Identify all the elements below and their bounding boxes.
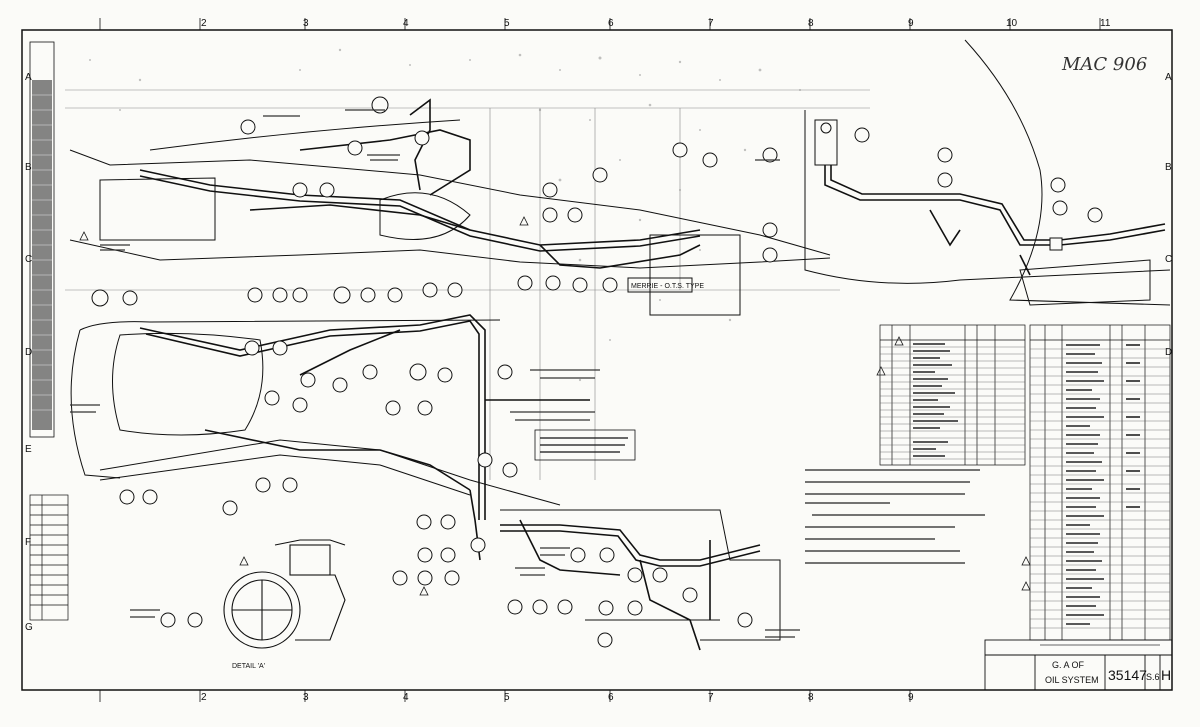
annotation-blocks	[70, 109, 800, 638]
column-number-bottom: 3	[303, 692, 309, 703]
part-balloons	[91, 96, 1103, 648]
revision-triangles	[79, 216, 1031, 596]
row-letter: B	[25, 162, 32, 173]
oil-pipes-middle	[139, 314, 590, 561]
row-letter-right: A	[1165, 72, 1172, 83]
note-box-center	[534, 429, 636, 461]
column-number-bottom: 9	[908, 692, 914, 703]
general-notes	[805, 469, 985, 564]
lower-engine-outline	[500, 509, 781, 641]
sheet-code: H	[1161, 667, 1171, 683]
parts-table-left-rows	[880, 346, 1025, 460]
drawing-number: 35147	[1108, 667, 1147, 683]
oil-pipes-lower	[500, 519, 761, 651]
row-letter-right: D	[1165, 347, 1172, 358]
handwritten-mark: MAC 906	[1061, 54, 1147, 75]
sheet-number: S.6	[1146, 672, 1160, 682]
row-letter: D	[25, 347, 32, 358]
detail-a-view	[223, 539, 346, 649]
column-number-strip-bottom	[99, 690, 911, 702]
oil-pipes-upper	[139, 98, 701, 269]
detail-a-label: DETAIL 'A'	[232, 663, 265, 670]
column-number: 9	[908, 18, 914, 29]
column-number-bottom: 2	[201, 692, 207, 703]
column-number-bottom: 4	[403, 692, 409, 703]
parts-table-right-rows	[1030, 348, 1170, 629]
parts-table-left-ink	[913, 343, 958, 457]
issue-table	[29, 494, 69, 621]
column-number: 8	[808, 18, 814, 29]
scan-noise	[89, 48, 801, 382]
column-number-bottom: 5	[504, 692, 510, 703]
wing-outline	[804, 39, 1171, 306]
pipe-label-merrie: MERRIE - O.T.S. TYPE	[631, 283, 704, 290]
row-letter: F	[25, 537, 31, 548]
title-block	[984, 639, 1173, 691]
engine-cowl-outline	[70, 319, 561, 506]
row-letter: A	[25, 72, 32, 83]
column-number: 3	[303, 18, 309, 29]
column-number: 6	[608, 18, 614, 29]
column-number: 2	[201, 18, 207, 29]
column-number-bottom: 8	[808, 692, 814, 703]
column-number: 11	[1100, 18, 1111, 29]
row-letter: C	[25, 254, 32, 265]
column-number-strip-top	[22, 18, 1172, 31]
column-number: 7	[708, 18, 714, 29]
filter-unit-right	[814, 119, 1063, 251]
title-line-2: OIL SYSTEM	[1045, 675, 1099, 685]
column-number: 10	[1006, 18, 1018, 29]
title-line-1: G. A OF	[1052, 660, 1085, 670]
row-letter-right: C	[1165, 254, 1172, 265]
parts-table-right	[1029, 324, 1171, 641]
column-number: 5	[504, 18, 510, 29]
row-letter: G	[25, 622, 33, 633]
column-number-bottom: 7	[708, 692, 714, 703]
parts-table-right-ink	[1066, 344, 1140, 625]
nacelle-outline-upper	[69, 119, 831, 269]
zone-guides	[65, 89, 870, 480]
oil-pipes-right	[824, 130, 1166, 276]
parts-table-left	[879, 324, 1026, 466]
column-number: 4	[403, 18, 409, 29]
row-letter-right: B	[1165, 162, 1172, 173]
sheet-border	[21, 29, 1173, 691]
row-letter: E	[25, 444, 32, 455]
revision-column	[29, 41, 55, 438]
column-number-bottom: 6	[608, 692, 614, 703]
merrie-tank-box	[627, 234, 741, 316]
